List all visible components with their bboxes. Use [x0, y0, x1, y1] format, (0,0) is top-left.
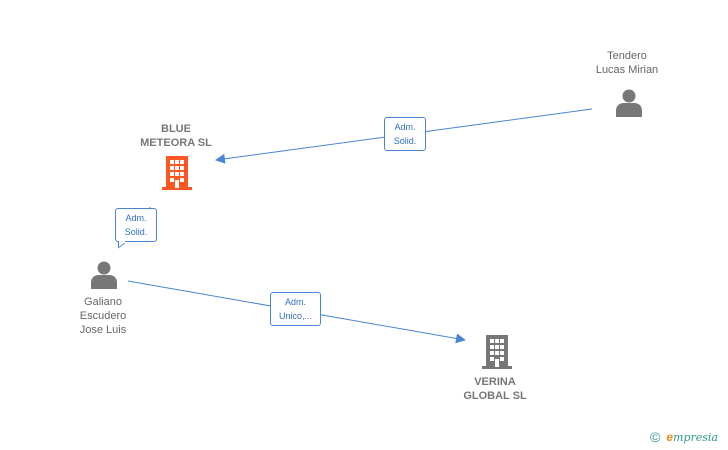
node-label-line: Galiano — [84, 296, 122, 308]
edge-label-galiano-verina[interactable]: Adm. Unico,... — [270, 292, 321, 326]
node-label-line: GLOBAL SL — [463, 390, 527, 402]
node-label-line: BLUE — [161, 123, 191, 135]
edge-label-line: Adm. — [284, 297, 306, 307]
edge-label-line: Adm. — [125, 213, 147, 223]
person-icon[interactable] — [614, 88, 644, 118]
node-label-blue-meteora[interactable]: BLUE METEORA SL — [140, 122, 212, 150]
node-label-tendero[interactable]: Tendero Lucas Mirian — [596, 49, 658, 77]
node-label-line: VERINA — [474, 376, 516, 388]
node-label-galiano[interactable]: Galiano Escudero Jose Luis — [80, 295, 126, 337]
person-icon[interactable] — [89, 260, 119, 290]
node-label-verina[interactable]: VERINA GLOBAL SL — [463, 375, 526, 403]
edge-label-line: Unico,... — [278, 311, 312, 321]
brand-watermark: © empresia — [650, 429, 718, 445]
node-label-line: Lucas Mirian — [595, 64, 659, 76]
edge-label-line: Solid. — [393, 136, 417, 146]
node-label-line: Jose Luis — [79, 324, 127, 336]
brand-initial: e — [666, 430, 674, 444]
copyright-icon: © — [650, 429, 661, 445]
building-icon[interactable] — [161, 155, 193, 191]
node-label-line: Tendero — [607, 50, 647, 62]
edge-label-galiano-blue-meteora[interactable]: Adm. Solid. — [115, 208, 157, 242]
node-label-line: METEORA SL — [140, 137, 212, 149]
edge-label-tendero-blue-meteora[interactable]: Adm. Solid. — [384, 117, 426, 151]
edge-label-line: Adm. — [394, 122, 416, 132]
brand-logo: empresia — [666, 430, 718, 444]
node-label-line: Escudero — [79, 310, 127, 322]
brand-name: mpresia — [673, 431, 718, 444]
building-icon[interactable] — [481, 334, 513, 370]
edge-label-line: Solid. — [124, 227, 148, 237]
